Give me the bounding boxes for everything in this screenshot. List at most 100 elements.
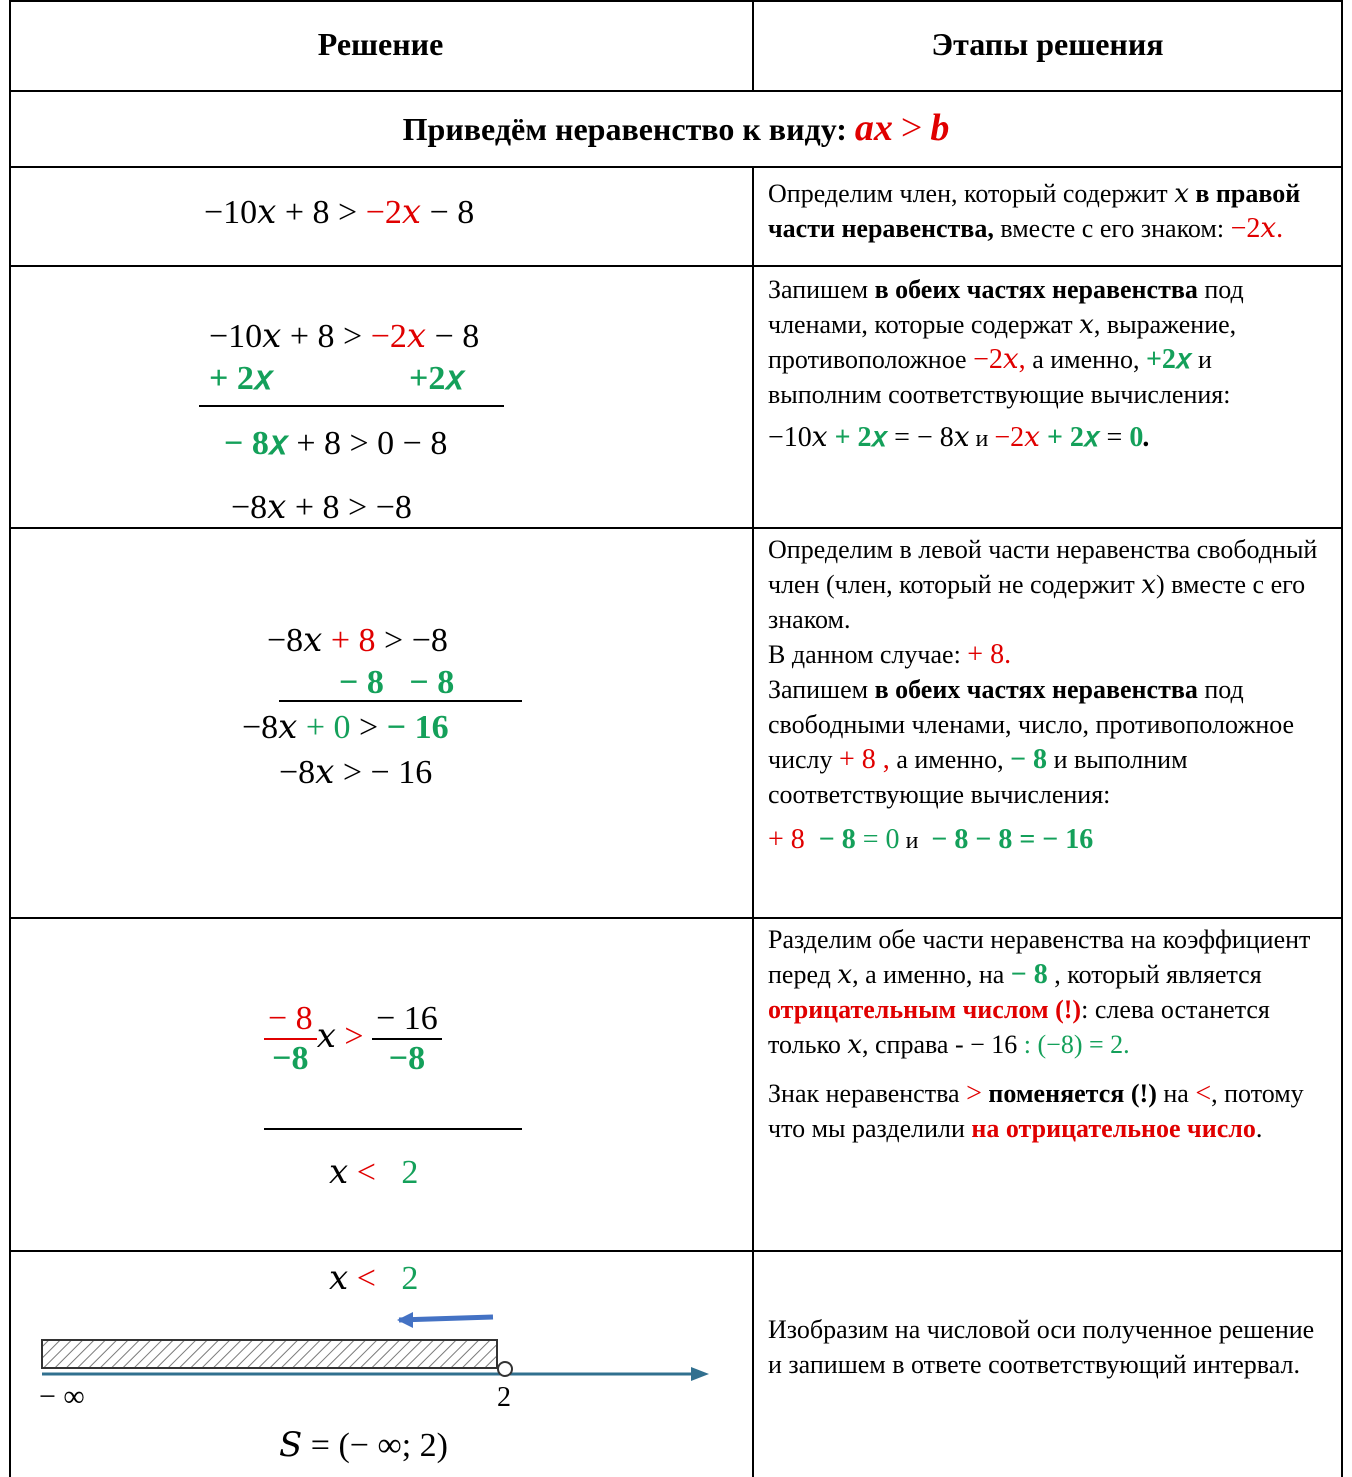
- row5-explanation: Изобразим на числовой оси полученное реш…: [768, 1315, 1315, 1379]
- calc-part: −10𝑥: [768, 422, 835, 453]
- expl-red-bold: отрицательным числом (!): [768, 995, 1082, 1024]
- expl-text: а именно,: [1025, 345, 1146, 374]
- calc-part: = − 8𝑥: [887, 422, 970, 453]
- axis-label-neg-inf: − ∞: [39, 1380, 85, 1413]
- row5-result: 𝑥 < 2: [329, 1258, 418, 1298]
- expl-green: − 8: [1010, 744, 1048, 775]
- calc-red: −2𝑥: [994, 422, 1040, 453]
- calc-green: + 2𝑥: [834, 422, 888, 453]
- result-lt: <: [356, 1260, 376, 1297]
- row2-line4: −8𝑥 + 8 > −8: [231, 489, 412, 526]
- result-value: 2: [401, 1260, 419, 1297]
- division-var: 𝑥: [316, 1017, 336, 1055]
- calc-green: − 8: [804, 824, 856, 855]
- calc-green: + 2𝑥: [1039, 422, 1100, 453]
- row4-sign-note: Знак неравенства > поменяется (!) на <, …: [768, 1076, 1334, 1146]
- subheader-row: Приведём неравенство к виду: ax > b: [9, 106, 1343, 150]
- form-ax: ax: [854, 107, 893, 149]
- column-divider: [752, 166, 754, 1477]
- axis-label-point: 2: [497, 1382, 511, 1413]
- expl-var: 𝑥: [1141, 570, 1156, 599]
- fraction-left-num: − 8: [264, 1000, 317, 1040]
- row4-division: − 8 −8 𝑥 > − 16 −8: [264, 1000, 442, 1078]
- row2-line1-a: −10𝑥 + 8 >: [209, 318, 371, 355]
- calc-part: =: [1099, 422, 1130, 453]
- open-point: [497, 1361, 513, 1377]
- fraction-left: − 8 −8: [264, 1000, 317, 1078]
- expl-text: под свободными членами, число, противопо…: [768, 675, 1295, 774]
- expl-text: Определим член, который содержит: [768, 179, 1175, 208]
- expl-red-bold: на отрицательное число: [971, 1114, 1256, 1143]
- row2-line3-rest: + 8 > 0 − 8: [287, 425, 448, 462]
- expl-text: , выражение, противоположное: [768, 310, 1237, 374]
- calc-green: − 8 − 8 = − 16: [924, 824, 1094, 855]
- expl-bold: в обеих частях неравенства: [874, 275, 1198, 304]
- expl-text: Знак неравенства: [768, 1079, 967, 1108]
- expl-red: >: [966, 1078, 982, 1109]
- expl-text: под членами, которые содержат: [768, 275, 1244, 339]
- fraction-left-den: −8: [272, 1040, 309, 1077]
- calc-and: и: [969, 426, 995, 452]
- calc-end: .: [1143, 422, 1151, 453]
- expl-text: В данном случае:: [768, 640, 968, 669]
- table-divider: [9, 265, 1343, 267]
- row3-line3-b: >: [350, 709, 387, 746]
- expl-text: Запишем: [768, 275, 875, 304]
- table-divider: [9, 166, 1343, 168]
- expl-green: +2𝑥: [1145, 344, 1192, 375]
- row2-explanation: Запишем в обеих частях неравенства под ч…: [768, 272, 1338, 457]
- fraction-right-den: −8: [388, 1040, 426, 1077]
- table-border-left: [9, 0, 11, 1477]
- calc-part: = 0: [855, 824, 900, 855]
- table-divider: [9, 917, 1343, 919]
- row3-underline: [279, 700, 522, 702]
- row4-explanation: Разделим обе части неравенства на коэффи…: [768, 922, 1340, 1146]
- expl-text: , а именно, на: [852, 960, 1011, 989]
- expl-green: − 8: [1010, 959, 1048, 990]
- row2-line2-right: +2𝑥: [409, 360, 465, 397]
- expl-text: , который является: [1047, 960, 1262, 989]
- row1-red-term: −2𝑥: [365, 194, 422, 231]
- column-divider: [752, 0, 754, 90]
- result-var: 𝑥: [329, 1154, 349, 1191]
- expl-var: 𝑥: [1079, 310, 1094, 339]
- expl-green: : (−8) = 2.: [1023, 1030, 1130, 1059]
- subheader-text: Приведём неравенство к виду:: [402, 111, 847, 147]
- result-var: 𝑥: [329, 1260, 349, 1297]
- row3-line1-red: + 8: [330, 622, 376, 659]
- expl-text: , справа - − 16: [862, 1030, 1024, 1059]
- calc-green: 0: [1129, 422, 1144, 453]
- expl-red: −2𝑥.: [1230, 213, 1284, 244]
- expl-red: + 8.: [967, 639, 1012, 670]
- expl-bold: поменяется (!): [981, 1079, 1157, 1108]
- row2-line1: −10𝑥 + 8 > −2𝑥 − 8: [209, 316, 479, 356]
- row4-underline: [264, 1128, 522, 1130]
- table-divider: [9, 90, 1343, 92]
- table-border-top: [9, 0, 1343, 2]
- expl-text: , потому что мы разделили: [768, 1079, 1304, 1143]
- header-solution: Решение: [317, 26, 444, 62]
- row3-line3: −8𝑥 + 0 > − 16: [242, 707, 449, 747]
- row3-line1-a: −8𝑥: [267, 622, 331, 659]
- row3-line1: −8𝑥 + 8 > −8: [267, 620, 448, 660]
- row1-lhs: −10𝑥 + 8 >: [204, 194, 366, 231]
- expl-red: + 8 ,: [839, 744, 890, 775]
- expl-var: 𝑥: [1174, 179, 1189, 208]
- row2-line3-green: − 8𝑥: [224, 425, 288, 462]
- row3-line1-b: > −8: [375, 622, 448, 659]
- row3-calc: + 8 − 8 = 0 и − 8 − 8 = − 16: [768, 822, 1334, 859]
- axis-arrow-icon: [691, 1367, 709, 1381]
- fraction-right: − 16 −8: [372, 1000, 442, 1078]
- row2-underline: [199, 405, 504, 407]
- expl-text: на: [1156, 1079, 1196, 1108]
- expl-var: 𝑥: [837, 960, 853, 989]
- expl-text: Определим в левой части неравенства своб…: [768, 535, 1318, 599]
- form-b: b: [930, 107, 950, 149]
- answer-interval: 𝑆 = (− ∞; 2): [279, 1427, 448, 1464]
- direction-arrow-shaft: [398, 1314, 494, 1323]
- form-op: >: [900, 107, 923, 149]
- expl-text: .: [1255, 1114, 1263, 1143]
- row2-calc: −10𝑥 + 2𝑥 = − 8𝑥 и −2𝑥 + 2𝑥 = 0.: [768, 420, 1332, 457]
- expl-text: вместе с его знаком:: [993, 214, 1231, 243]
- expl-text: и выполним соответствующие вычисления:: [768, 745, 1188, 809]
